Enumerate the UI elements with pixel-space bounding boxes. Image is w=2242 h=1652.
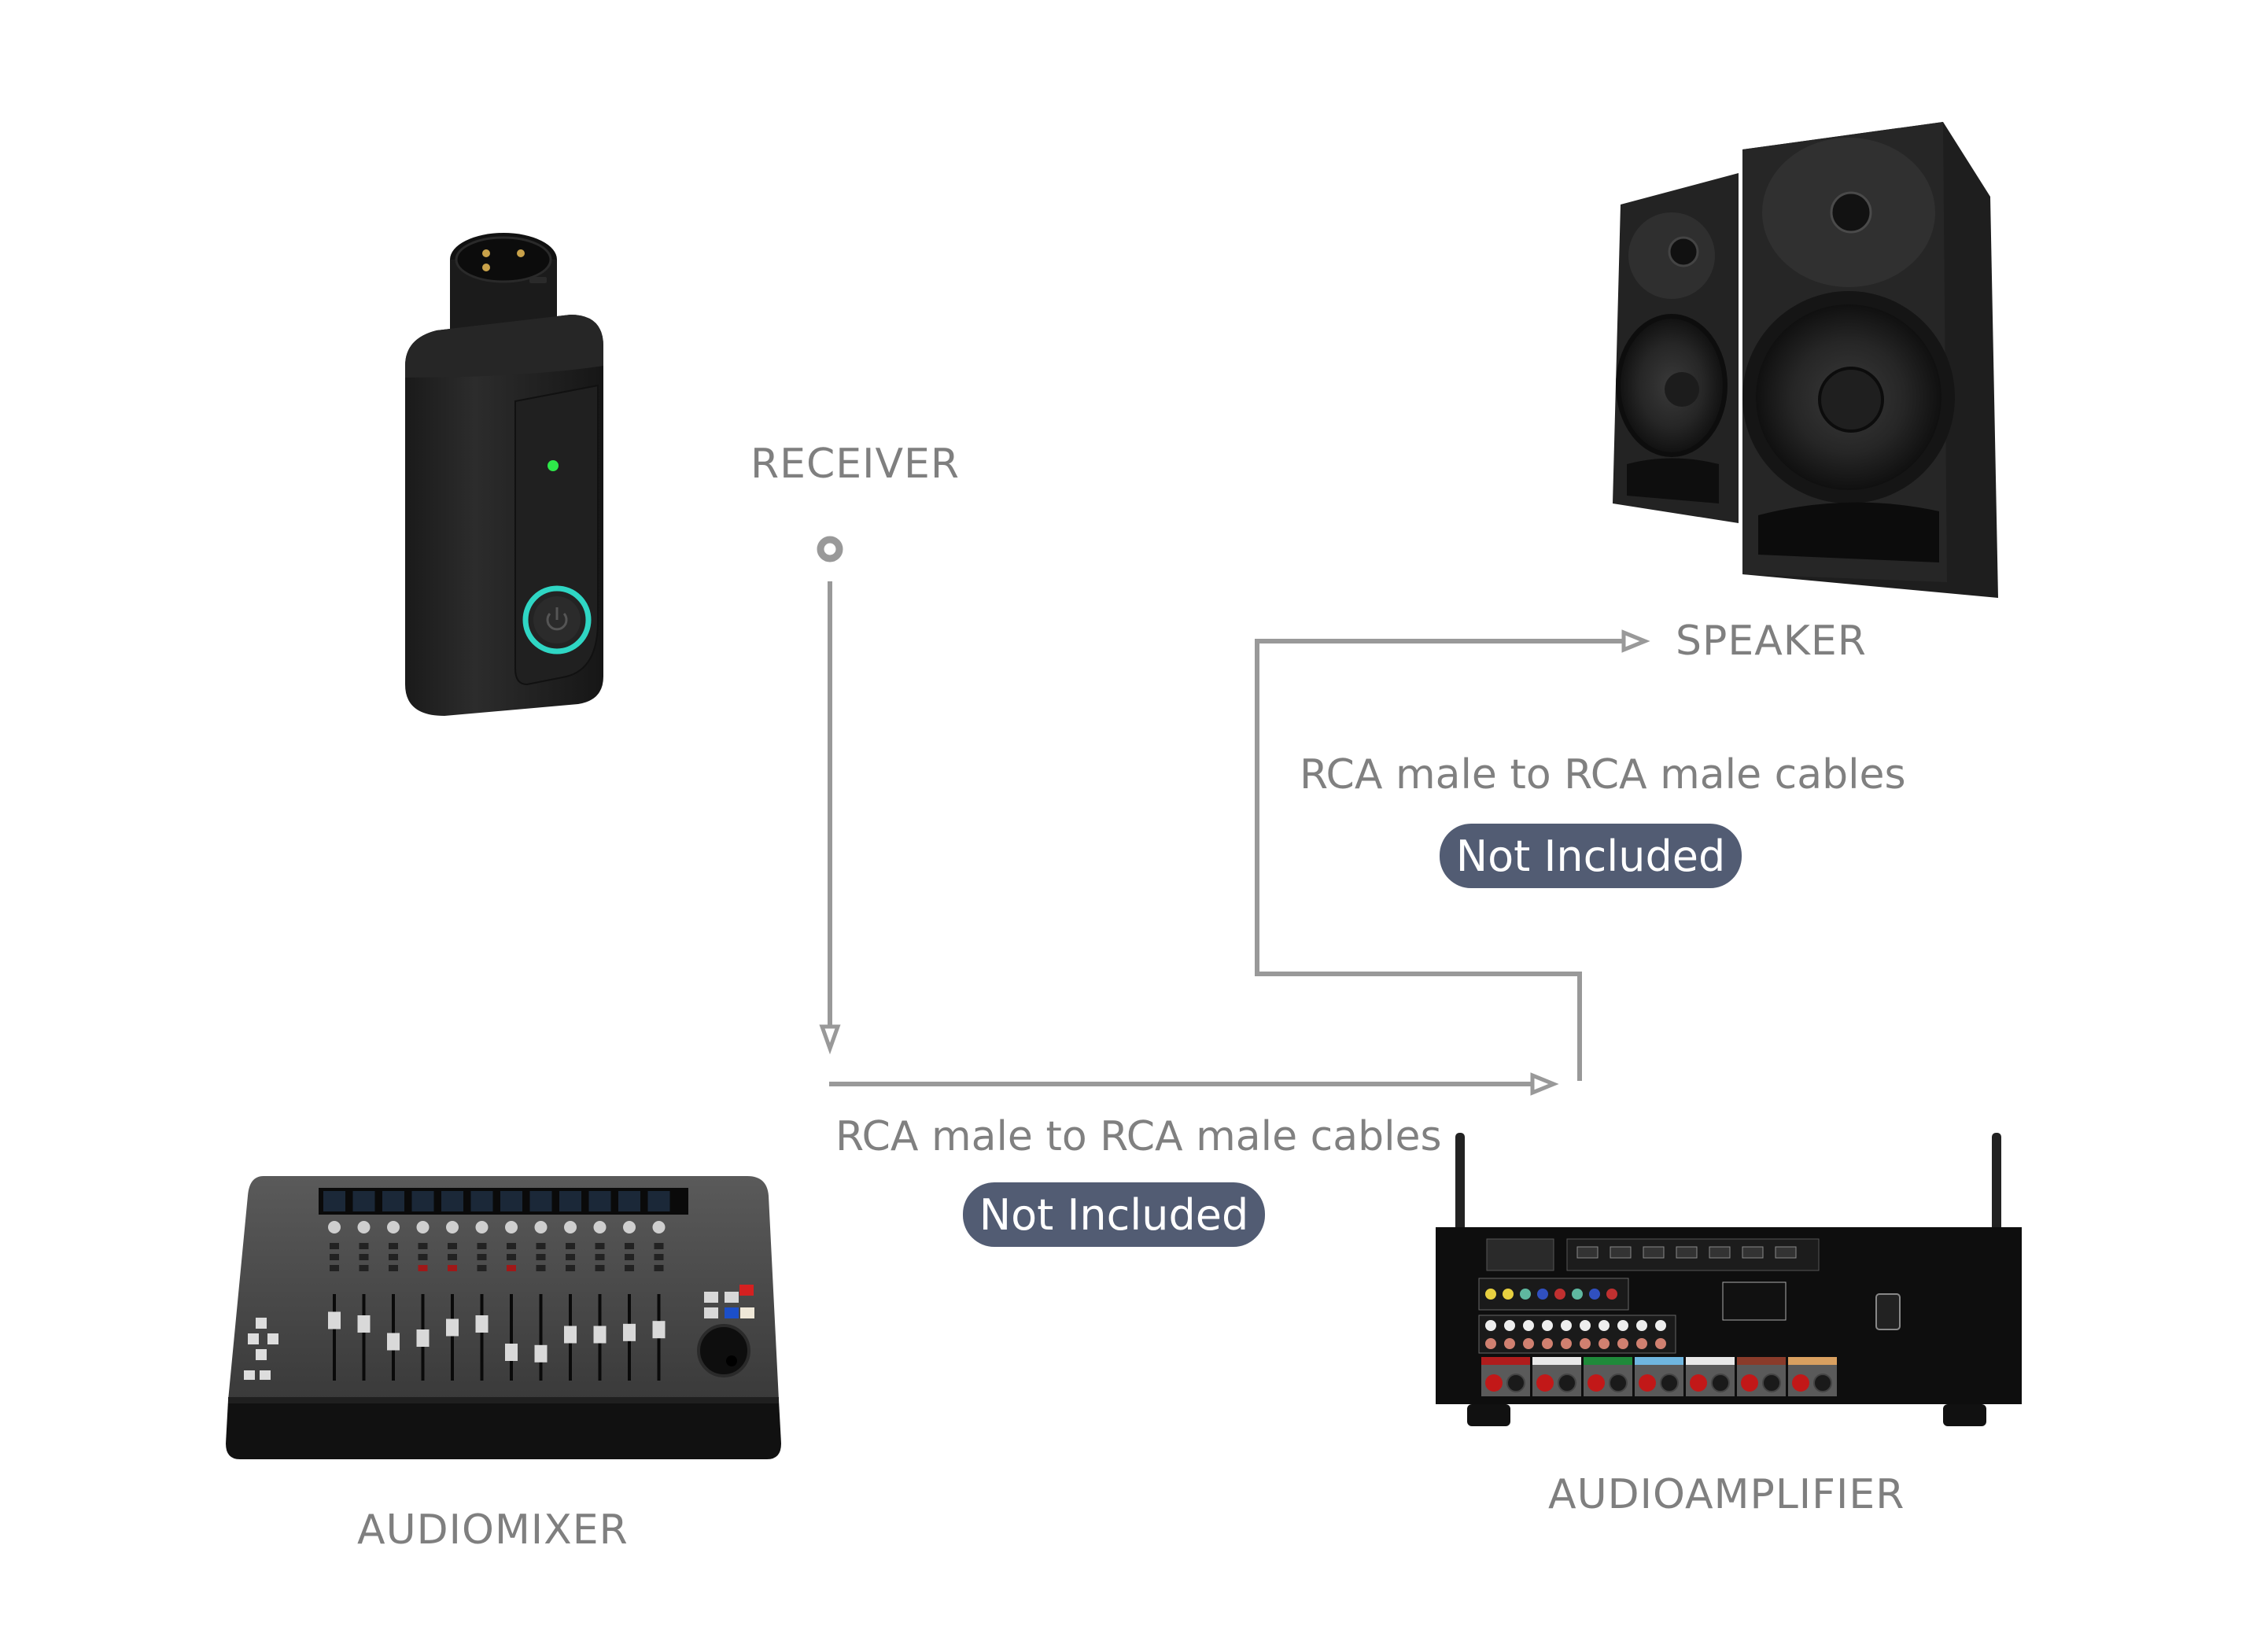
speaker-terminal-pair	[1737, 1357, 1786, 1396]
xlr-receiver-icon	[405, 233, 603, 716]
mixer-console-icon	[226, 1176, 781, 1459]
hdmi-port-icon	[1643, 1246, 1665, 1259]
hdmi-port-icon	[1709, 1246, 1731, 1259]
mixer-channel-strip	[382, 1191, 404, 1381]
speaker-terminal-pair	[1788, 1357, 1837, 1396]
rca-jack-icon	[1537, 1289, 1548, 1300]
amplifier-to-speaker-line	[1255, 639, 1628, 1081]
rca-jack-icon	[1485, 1338, 1496, 1349]
speaker-terminal-pair	[1635, 1357, 1683, 1396]
rca-jack-icon	[1504, 1320, 1515, 1331]
rca-jack-icon	[1561, 1338, 1572, 1349]
speaker-terminal-pair	[1686, 1357, 1735, 1396]
rca-jack-icon	[1606, 1289, 1617, 1300]
audiomixer-label: AUDIOMIXER	[357, 1506, 629, 1554]
rca-jack-icon	[1617, 1320, 1628, 1331]
rca-jack-icon	[1589, 1289, 1600, 1300]
status-led-icon	[548, 460, 559, 471]
speaker-label: SPEAKER	[1676, 618, 1867, 665]
receiver-output-port-icon	[817, 536, 843, 562]
mixer-channel-strip	[441, 1191, 463, 1381]
not-included-badge: Not Included	[1440, 824, 1742, 888]
hdmi-port-icon	[1742, 1246, 1764, 1259]
mixer-channel-strip	[618, 1191, 640, 1381]
rca-jack-icon	[1636, 1338, 1647, 1349]
speaker-device	[1589, 94, 2045, 614]
rca-jack-icon	[1523, 1338, 1534, 1349]
mixer-channel-strip	[559, 1191, 581, 1381]
receiver-device	[397, 228, 610, 732]
rca-jack-icon	[1655, 1320, 1666, 1331]
amplifier-speaker-cable-text: RCA male to RCA male cables	[1300, 751, 1906, 798]
arrow-right-icon	[1530, 1072, 1559, 1096]
mixer-channel-strip	[411, 1191, 434, 1381]
mixer-channel-strip	[500, 1191, 522, 1381]
rca-jack-icon	[1520, 1289, 1531, 1300]
rca-jack-icon	[1561, 1320, 1572, 1331]
hdmi-port-icon	[1610, 1246, 1632, 1259]
speaker-icon	[1613, 122, 1998, 598]
rca-jack-icon	[1554, 1289, 1565, 1300]
speaker-terminal-pair	[1532, 1357, 1581, 1396]
receiver-label: RECEIVER	[750, 441, 961, 488]
audioamplifier-device	[1432, 1117, 2030, 1447]
rca-jack-icon	[1485, 1320, 1496, 1331]
hdmi-port-icon	[1576, 1246, 1599, 1259]
arrow-right-icon	[1621, 629, 1650, 653]
audioamplifier-label: AUDIOAMPLIFIER	[1548, 1471, 1905, 1518]
rca-jack-icon	[1617, 1338, 1628, 1349]
rca-jack-icon	[1503, 1289, 1514, 1300]
mixer-amplifier-cable-text: RCA male to RCA male cables	[835, 1113, 1442, 1160]
rca-jack-icon	[1655, 1338, 1666, 1349]
speaker-terminal-pair	[1584, 1357, 1632, 1396]
rca-jack-icon	[1485, 1289, 1496, 1300]
rca-jack-icon	[1542, 1338, 1553, 1349]
rca-jack-icon	[1599, 1320, 1610, 1331]
rca-jack-icon	[1599, 1338, 1610, 1349]
mixer-channel-strip	[470, 1191, 493, 1381]
rca-jack-icon	[1636, 1320, 1647, 1331]
hdmi-port-icon	[1676, 1246, 1698, 1259]
rca-jack-icon	[1580, 1320, 1591, 1331]
mixer-channel-strip	[352, 1191, 375, 1381]
mixer-channel-strip	[323, 1191, 345, 1381]
rca-jack-icon	[1523, 1320, 1534, 1331]
mixer-channel-strip	[588, 1191, 611, 1381]
mixer-channel-strip	[647, 1191, 670, 1381]
av-amplifier-icon	[1436, 1133, 2022, 1426]
rca-jack-icon	[1504, 1338, 1515, 1349]
mixer-channel-strip	[529, 1191, 552, 1381]
rca-jack-icon	[1572, 1289, 1583, 1300]
speaker-terminal-pair	[1481, 1357, 1530, 1396]
not-included-badge: Not Included	[963, 1182, 1265, 1247]
audiomixer-device	[224, 1164, 783, 1463]
rca-jack-icon	[1580, 1338, 1591, 1349]
rca-jack-icon	[1542, 1320, 1553, 1331]
arrow-down-icon	[819, 1024, 841, 1055]
hdmi-port-icon	[1775, 1246, 1797, 1259]
